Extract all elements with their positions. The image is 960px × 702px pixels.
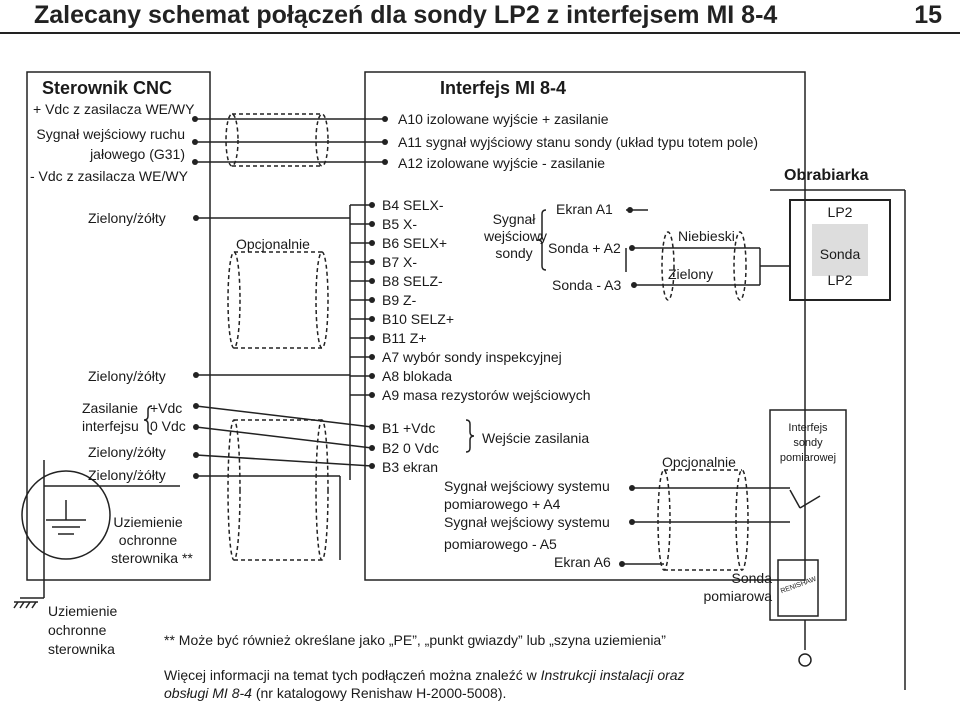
probe-iface-line-3: pomiarowej (779, 452, 837, 464)
cnc-vdc-plus: + Vdc z zasilacza WE/WY (33, 101, 195, 117)
probe-label-line-2: pomiarowa (703, 588, 772, 604)
pin-b4: B4 SELX- (382, 197, 444, 213)
earth-left-line-2: ochronne (48, 622, 107, 638)
pin-b10: B10 SELZ+ (382, 311, 454, 327)
more-info-line-1: Więcej informacji na temat tych podłącze… (164, 667, 685, 683)
page-number: 15 (914, 1, 942, 29)
probe-signal-line-3: sondy (495, 245, 533, 261)
wire-blue: Niebieski (678, 228, 735, 244)
page-header: Zalecany schemat połączeń dla sondy LP2 … (0, 0, 960, 34)
optional-label-2: Opcjonalnie (662, 454, 736, 470)
cnc-skip-line-2: jałowego (G31) (90, 146, 185, 162)
machine-title: Obrabiarka (784, 167, 869, 184)
cnc-box (26, 71, 211, 581)
lp2-label-2: LP2 (827, 272, 853, 288)
system-plus-line-1: Sygnał wejściowy systemu (444, 478, 610, 494)
supply-inputs-label: Wejście zasilania (482, 430, 590, 446)
pin-probe-a3: Sonda - A3 (552, 277, 622, 293)
cnc-vdc-minus: - Vdc z zasilacza WE/WY (30, 168, 188, 184)
pin-a9: A9 masa rezystorów wejściowych (382, 387, 591, 403)
pin-b8: B8 SELZ- (382, 273, 443, 289)
cnc-green-yellow-2: Zielony/żółty (88, 368, 166, 384)
more-info-italic-2: obsługi MI 8-4 (164, 685, 252, 701)
probe-label-line-1: Sonda (731, 570, 772, 586)
cnc-green-yellow-4: Zielony/żółty (88, 467, 166, 483)
cnc-title: Sterownik CNC (42, 78, 173, 98)
cnc-earth-line-3: sterownika ** (111, 550, 193, 566)
lp2-probe-label: Sonda (819, 246, 861, 262)
probe-iface-line-1: Interfejs (788, 422, 828, 434)
cnc-supply-line-1: Zasilanie (82, 400, 139, 416)
pin-a8: A8 blokada (382, 368, 453, 384)
lp2-label: LP2 (827, 204, 853, 220)
pin-b5: B5 X- (382, 216, 418, 232)
optional-label-1: Opcjonalnie (236, 236, 310, 252)
earth-left-line-1: Uziemienie (48, 603, 118, 619)
more-info-text-1: Więcej informacji na temat tych podłącze… (164, 667, 541, 683)
cnc-green-yellow-1: Zielony/żółty (88, 210, 166, 226)
cnc-green-yellow-3: Zielony/żółty (88, 444, 166, 460)
more-info-line-2: obsługi MI 8-4 (nr katalogowy Renishaw H… (164, 685, 506, 701)
pin-b2: B2 0 Vdc (382, 440, 439, 456)
pin-a11: A11 sygnał wyjściowy stanu sondy (układ … (398, 134, 759, 150)
probe-iface-line-2: sondy (793, 437, 823, 449)
probe-signal-line-1: Sygnał (492, 211, 536, 227)
system-plus-line-2: pomiarowego + A4 (444, 496, 561, 512)
system-minus-line-2: pomiarowego - A5 (444, 536, 557, 552)
cnc-skip-line-1: Sygnał wejściowy ruchu (36, 126, 185, 142)
pin-screen-a6: Ekran A6 (554, 554, 611, 570)
pin-screen-a1: Ekran A1 (556, 201, 613, 217)
earth-left-line-3: sterownika (48, 641, 115, 657)
cnc-supply-line-2: interfejsu (82, 418, 139, 434)
pin-b9: B9 Z- (382, 292, 417, 308)
pin-b11: B11 Z+ (382, 330, 427, 346)
pin-b6: B6 SELX+ (382, 235, 447, 251)
more-info-text-2: (nr katalogowy Renishaw H-2000-5008). (251, 685, 507, 701)
footnote: ** Może być również określane jako „PE”,… (164, 632, 666, 648)
page-title: Zalecany schemat połączeń dla sondy LP2 … (34, 1, 778, 29)
cnc-zero-vdc: 0 Vdc (150, 418, 186, 434)
cnc-earth-line-2: ochronne (118, 532, 178, 548)
pin-probe-a2: Sonda + A2 (548, 240, 621, 256)
probe-signal-line-2: wejściowy (484, 228, 548, 244)
pin-b7: B7 X- (382, 254, 418, 270)
interface-title: Interfejs MI 8-4 (440, 78, 567, 98)
pin-a7: A7 wybór sondy inspekcyjnej (382, 349, 562, 365)
pin-b3: B3 ekran (382, 459, 439, 475)
system-minus-line-1: Sygnał wejściowy systemu (444, 514, 610, 530)
pin-a12: A12 izolowane wyjście - zasilanie (398, 155, 605, 171)
wire-green: Zielony (668, 266, 714, 282)
cnc-earth-line-1: Uziemienie (113, 514, 183, 530)
pin-b1: B1 +Vdc (382, 420, 436, 436)
interface-box (364, 71, 806, 581)
pin-a10: A10 izolowane wyjście + zasilanie (398, 111, 609, 127)
cnc-plus-vdc: +Vdc (150, 400, 183, 416)
more-info-italic-1: Instrukcji instalacji oraz (540, 667, 685, 683)
